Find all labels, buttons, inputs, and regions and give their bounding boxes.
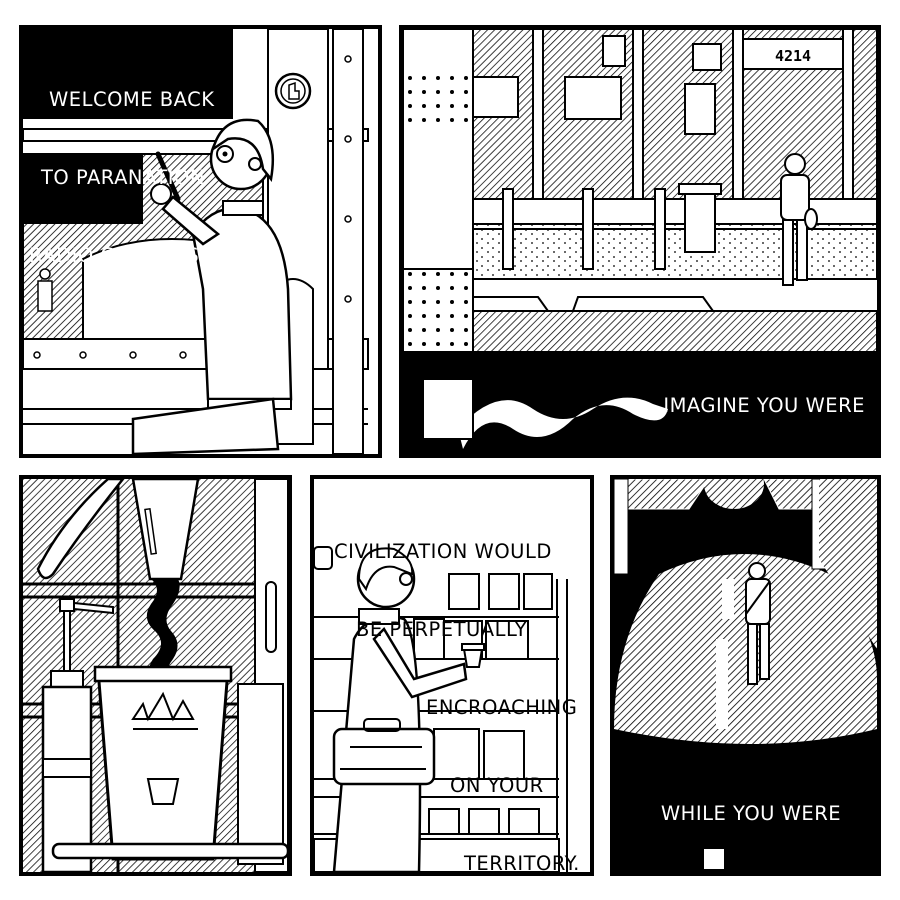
caption-line: TERRITORY. <box>464 852 580 875</box>
poster <box>602 35 626 67</box>
caption-line: WHILE YOU WERE <box>660 802 842 825</box>
caption-line: TO PARANATION <box>41 166 205 189</box>
briefcase-icon <box>332 727 436 786</box>
coffee-dispenser-nozzle <box>131 479 200 581</box>
dark-trees <box>23 154 143 224</box>
panel-3-art <box>23 479 288 872</box>
walking-figure <box>745 562 771 685</box>
poster <box>692 43 722 71</box>
caption-line: ENCROACHING <box>426 696 578 719</box>
panel-4: CIVILIZATION WOULD BE PERPETUALLY ENCROA… <box>310 475 594 876</box>
road-dash <box>716 639 728 729</box>
bus-stop-shelter <box>403 29 474 270</box>
road-dash <box>704 849 724 869</box>
road-dash <box>722 579 734 619</box>
poster <box>564 76 622 120</box>
caption-box: IMAGINE YOU WERE ONE OF THE OLD PAGAN GO… <box>663 341 865 454</box>
caption-line: CIVILIZATION WOULD <box>334 540 552 563</box>
poster <box>684 83 716 135</box>
caption-box: WELCOME BACK TO PARANATION RADIO CLASSIC… <box>23 29 233 267</box>
walking-figure <box>780 153 818 286</box>
store-number: 4214 <box>775 47 811 65</box>
passenger-figure <box>131 118 293 454</box>
syrup-pump-bottle <box>41 598 114 872</box>
cup-logo-icon <box>146 778 180 805</box>
panel-3 <box>19 475 292 876</box>
tree-foliage <box>819 479 877 649</box>
sidewalk <box>472 223 877 280</box>
store-number-sign <box>742 38 844 70</box>
caption-line: WELCOME BACK <box>49 88 215 111</box>
panel-1: WELCOME BACK TO PARANATION RADIO CLASSIC… <box>19 25 382 458</box>
panel-5: WHILE YOU WERE ALWAYS CLAWING FOR A FOOT… <box>610 475 881 876</box>
caption-box: CIVILIZATION WOULD BE PERPETUALLY ENCROA… <box>332 487 582 875</box>
cup-stack <box>237 683 284 865</box>
stop-request-button-icon <box>274 72 312 110</box>
bus-pole <box>332 29 364 454</box>
coffee-cup <box>93 665 233 861</box>
caption-line: BE PERPETUALLY <box>356 618 528 641</box>
panel-4-art <box>314 546 568 872</box>
caption-line: RADIO CLASSICS. <box>29 244 206 267</box>
snack-products <box>314 573 560 872</box>
caption-box: WHILE YOU WERE ALWAYS CLAWING FOR A FOOT… <box>636 749 866 872</box>
pedestrian-outside <box>37 268 53 312</box>
caption-line: ON YOUR <box>450 774 544 797</box>
streetlight-pool <box>614 554 877 744</box>
caption-line: IMAGINE YOU WERE <box>663 394 865 417</box>
panel-2-art: 4214 <box>403 29 877 454</box>
trash-can <box>678 183 722 253</box>
panel-5-art <box>614 479 877 872</box>
panel-2: 4214 <box>399 25 881 458</box>
panel-1-art <box>23 29 369 454</box>
paint-spill <box>458 397 668 449</box>
earbud-icon <box>248 157 262 171</box>
shopper-figure <box>332 547 485 872</box>
coffee-stream <box>146 579 180 689</box>
arm <box>36 479 125 580</box>
